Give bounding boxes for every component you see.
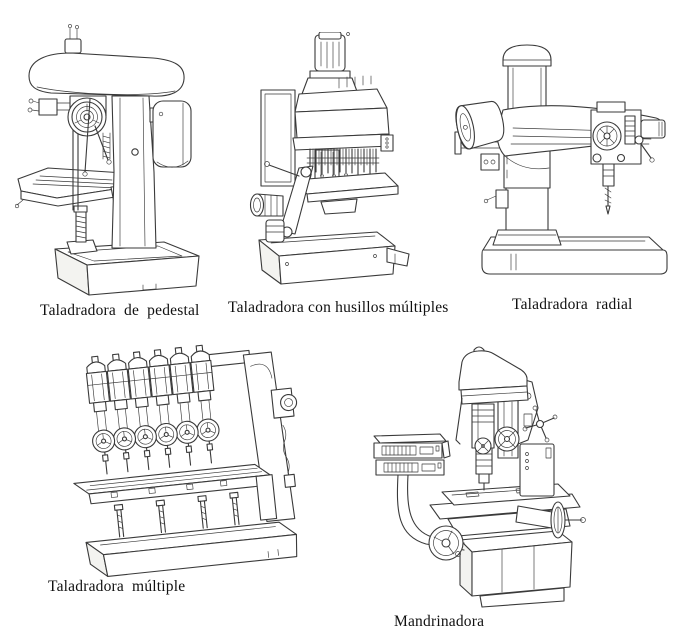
multiple-drill-illustration [73, 344, 298, 577]
pedestal-drill-illustration [15, 24, 200, 296]
caption-taladradora-husillos: Taladradora con husillos múltiples [228, 299, 449, 316]
caption-taladradora-pedestal: Taladradora de pedestal [40, 302, 200, 319]
multi-spindle-drill-illustration [249, 32, 410, 285]
caption-mandrinadora: Mandrinadora [394, 613, 485, 630]
caption-taladradora-radial: Taladradora radial [512, 296, 633, 313]
radial-drill-illustration [454, 44, 668, 275]
boring-machine-illustration [373, 346, 586, 608]
caption-taladradora-multiple: Taladradora múltiple [48, 578, 186, 595]
